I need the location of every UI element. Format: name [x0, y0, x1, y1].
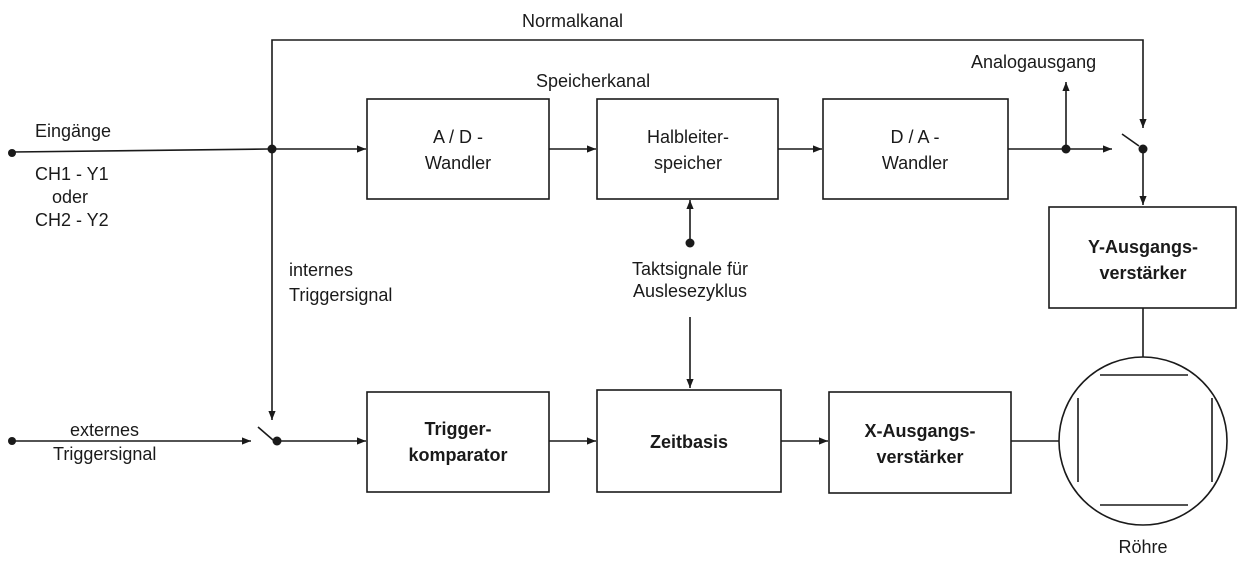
takt-label: Auslesezyklus: [633, 281, 747, 301]
externes-label: Triggersignal: [53, 444, 156, 464]
input-terminal: [8, 149, 16, 157]
x-ausgangsverstaerker-block: [828, 391, 1012, 494]
takt-label: Taktsignale für: [632, 259, 748, 279]
da-wandler-label: Wandler: [882, 153, 948, 173]
ch2-label: CH2 - Y2: [35, 210, 109, 230]
speicherkanal-label: Speicherkanal: [536, 71, 650, 91]
takt-terminal: [685, 238, 695, 248]
normalkanal-label: Normalkanal: [522, 11, 623, 31]
y-ausgangsverstaerker-label: Y-Ausgangs-: [1088, 237, 1198, 257]
triggerkomparator-label: komparator: [408, 445, 507, 465]
externes-label: externes: [70, 420, 139, 440]
triggerkomparator-block: [366, 391, 550, 493]
triggerkomparator-label: Trigger-: [424, 419, 491, 439]
ad-wandler-block: [366, 98, 550, 200]
ad-wandler-label: Wandler: [425, 153, 491, 173]
externes-terminal: [8, 437, 16, 445]
da-wandler-block: [822, 98, 1009, 200]
ad-wandler-label: A / D -: [433, 127, 483, 147]
halbleiterspeicher-label: Halbleiter-: [647, 127, 729, 147]
halbleiterspeicher-label: speicher: [654, 153, 722, 173]
y-ausgangsverstaerker-block: [1048, 206, 1237, 309]
halbleiterspeicher-block: [596, 98, 779, 200]
ch1-label: CH1 - Y1: [35, 164, 109, 184]
zeitbasis-block: [596, 389, 782, 493]
roehre-label: Röhre: [1118, 537, 1167, 557]
input-wire: [11, 148, 269, 153]
y-ausgangsverstaerker-label: verstärker: [1099, 263, 1186, 283]
zeitbasis-label: Zeitbasis: [650, 432, 728, 452]
normalkanal-wire: [271, 39, 1147, 149]
roehre-circle: [1058, 356, 1228, 526]
x-ausgangsverstaerker-label: X-Ausgangs-: [864, 421, 975, 441]
x-ausgangsverstaerker-label: verstärker: [876, 447, 963, 467]
internes-label: internes: [289, 260, 353, 280]
da-wandler-label: D / A -: [890, 127, 939, 147]
y-channel-switch: [1121, 133, 1140, 147]
internes-label: Triggersignal: [289, 285, 392, 305]
oder-label: oder: [52, 187, 88, 207]
trigger-source-switch: [257, 426, 274, 441]
analogausgang-label: Analogausgang: [971, 52, 1096, 72]
eingaenge-label: Eingänge: [35, 121, 111, 141]
